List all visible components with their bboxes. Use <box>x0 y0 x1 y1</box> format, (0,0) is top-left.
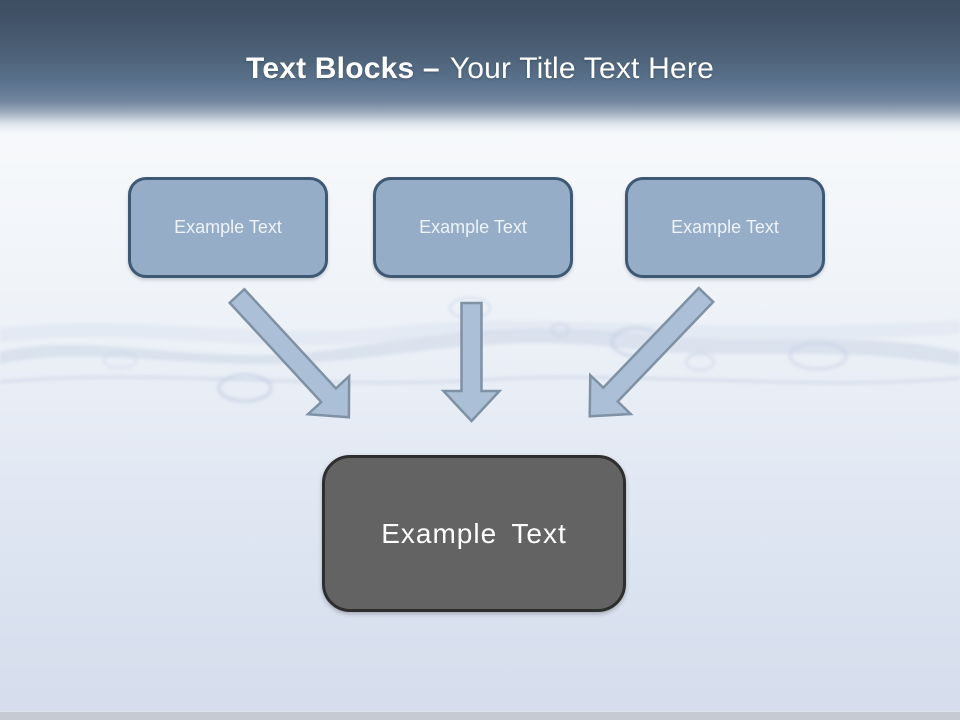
slide-title: Text Blocks – Your Title Text Here <box>0 52 960 86</box>
arrow-diagonal-down-right-icon <box>227 287 351 419</box>
arrow-diagonal-down-left-icon <box>588 286 715 418</box>
water-texture-decoration <box>0 296 960 403</box>
title-subtitle: Your Title Text Here <box>449 52 714 85</box>
target-box-label: Example Text <box>381 517 567 549</box>
source-box-1-label: Example Text <box>174 217 282 237</box>
bottom-edge-strip <box>0 711 960 720</box>
arrow-down-icon <box>440 301 503 423</box>
source-box-3-label: Example Text <box>671 217 779 237</box>
title-topic: Text Blocks – <box>246 52 440 85</box>
source-box-2: Example Text <box>373 177 573 278</box>
source-box-3: Example Text <box>625 177 825 278</box>
slide-header: Text Blocks – Your Title Text Here <box>0 0 960 134</box>
target-box: Example Text <box>322 455 626 612</box>
source-box-1: Example Text <box>128 177 328 278</box>
source-box-2-label: Example Text <box>419 217 527 237</box>
